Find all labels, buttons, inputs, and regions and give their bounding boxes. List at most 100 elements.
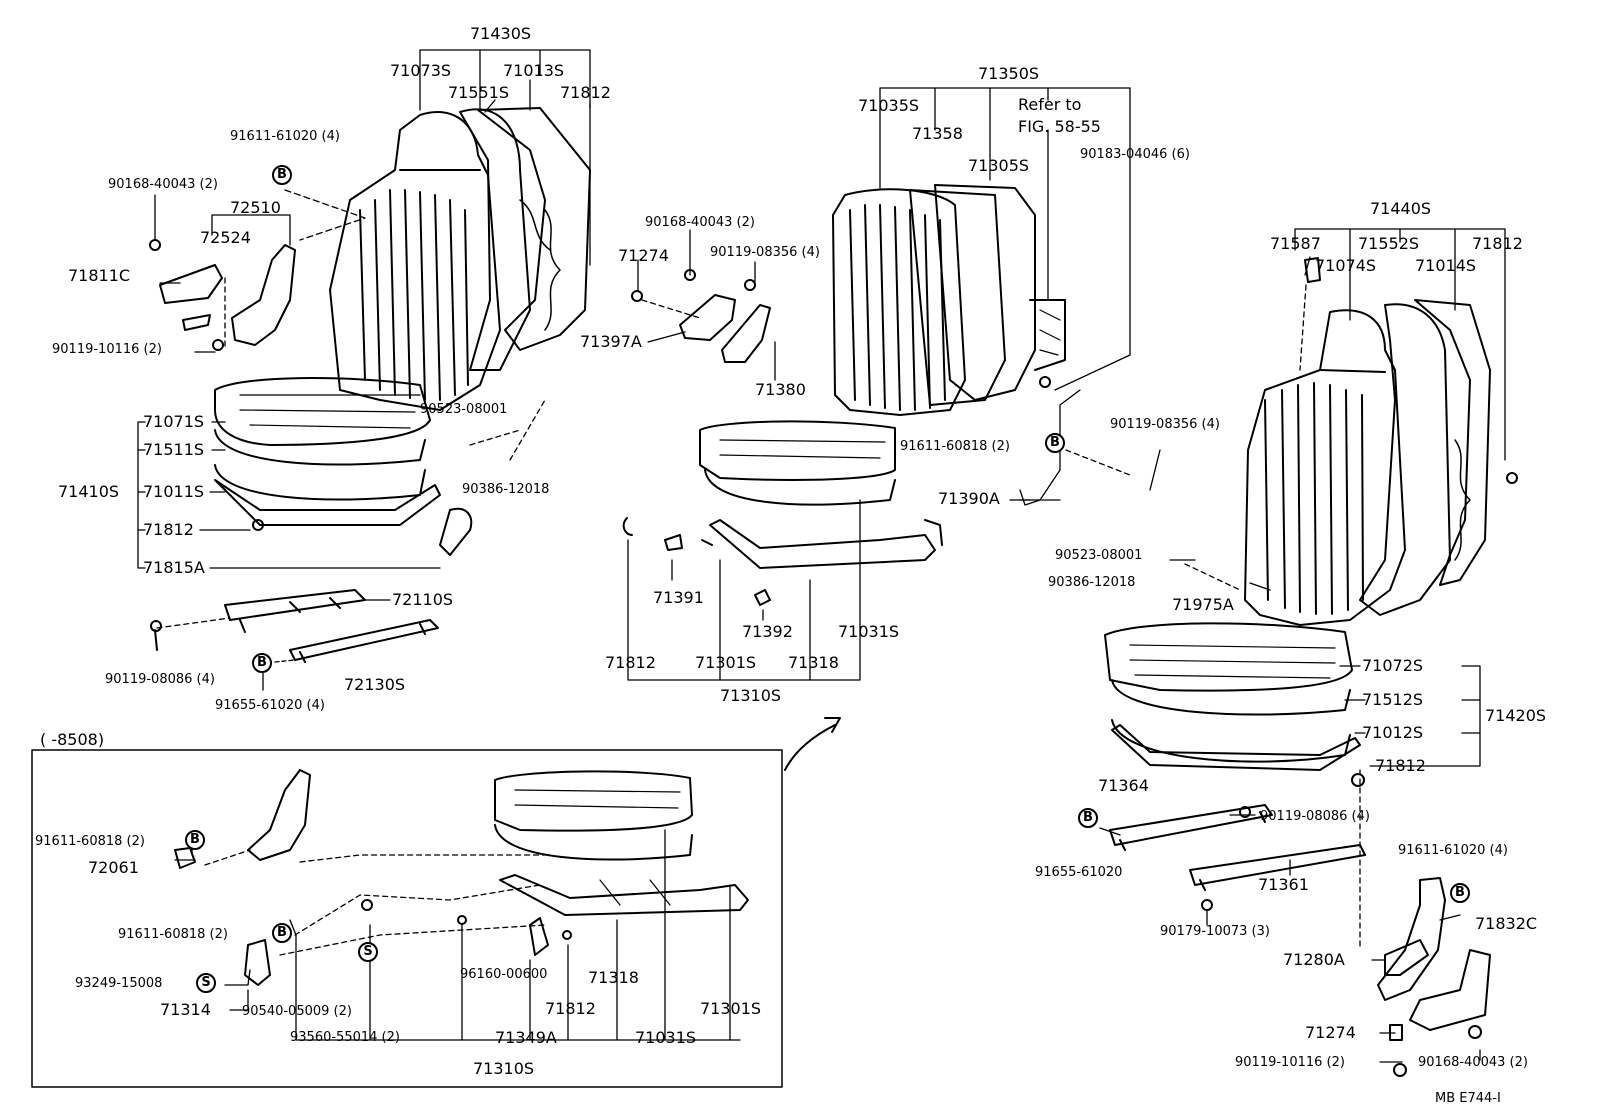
label-left-cushion-cover: 71071S: [143, 412, 205, 431]
label-right-rail-bolt: 90119-08086 (4): [1260, 809, 1370, 824]
label-left-hinge-cover: 72524: [200, 228, 251, 247]
label-right-hinge-screw: 91611-61020 (4): [1398, 843, 1508, 858]
label-inset-hinge-screw-a: 91611-60818 (2): [35, 834, 145, 849]
label-center-cushion-cover: 71031S: [838, 622, 900, 641]
inset-drawing: [174, 769, 749, 986]
label-left-adjuster-assy: 72110S: [392, 590, 454, 609]
label-inset-hog-ring: 71812: [545, 999, 596, 1018]
label-left-knob-cover: 71811C: [68, 266, 131, 285]
badge-b-center: B: [1045, 433, 1065, 453]
label-center-back-bolt: 90183-04046 (6): [1080, 147, 1190, 162]
label-left-bushing: 90386-12018: [462, 482, 550, 497]
badge-b-inset-b: B: [272, 923, 292, 943]
label-right-cushion-assy: 71420S: [1485, 706, 1547, 725]
label-right-rail-bolt-b: 90179-10073 (3): [1160, 924, 1270, 939]
label-right-cushion-frame: 71012S: [1362, 723, 1424, 742]
inset-arrow-head: [824, 717, 841, 733]
center-brackets-drawing: [631, 269, 771, 363]
label-inset-cushion-cover: 71031S: [635, 1028, 697, 1047]
label-right-hinge-bolt: 90119-10116 (2): [1235, 1055, 1345, 1070]
label-right-hog-ring: 71812: [1472, 234, 1523, 253]
label-left-back-assy: 71430S: [470, 24, 532, 43]
label-center-cushion-hog-ring: 71812: [605, 653, 656, 672]
right-seatback-drawing: [1244, 257, 1518, 626]
label-right-hinge-cover: 71832C: [1475, 914, 1538, 933]
label-center-clip-b: 71392: [742, 622, 793, 641]
label-right-hinge: 71280A: [1283, 950, 1345, 969]
center-seatback-drawing: [832, 184, 1066, 416]
label-left-cushion-hog-ring: 71812: [143, 520, 194, 539]
label-refer-note-1: Refer to: [1018, 95, 1082, 114]
right-rails-drawing: [1109, 804, 1366, 911]
label-left-adjuster-screw: 91655-61020 (4): [215, 698, 325, 713]
label-center-bracket-bolt-b: 90119-08356 (4): [710, 245, 820, 260]
badge-s-inset-plug: S: [358, 942, 378, 962]
label-center-bracket-b: 71380: [755, 380, 806, 399]
label-right-rail-upper: 71364: [1098, 776, 1149, 795]
badge-s-inset: S: [196, 973, 216, 993]
inset-frame: [31, 749, 783, 1088]
label-center-back-assy: 71350S: [978, 64, 1040, 83]
label-right-rail-lower: 71361: [1258, 875, 1309, 894]
label-refer-note-2: FIG. 58-55: [1018, 117, 1101, 136]
badge-b-right-hinge: B: [1450, 883, 1470, 903]
label-center-clip-a: 71391: [653, 588, 704, 607]
label-right-back-frame: 71014S: [1415, 256, 1477, 275]
label-right-spacer: 71274: [1305, 1023, 1356, 1042]
label-left-back-cover: 71073S: [390, 61, 452, 80]
label-inset-cap: 72061: [88, 858, 139, 877]
label-inset-grommet: 96160-00600: [460, 967, 548, 982]
label-right-back-assy: 71440S: [1370, 199, 1432, 218]
label-left-bolt-a: 90168-40043 (2): [108, 177, 218, 192]
label-center-hinge: 71390A: [938, 489, 1000, 508]
label-center-bracket-a: 71397A: [580, 332, 642, 351]
label-left-adjuster-bolt: 90119-08086 (4): [105, 672, 215, 687]
badge-b-left: B: [272, 165, 292, 185]
left-seatback-drawing: [329, 107, 591, 411]
label-inset-cushion-pad: 71318: [588, 968, 639, 987]
label-right-cushion-pad: 71512S: [1362, 690, 1424, 709]
label-right-rail-screw: 91655-61020: [1035, 865, 1123, 880]
label-fig-code: MB E744-I: [1435, 1091, 1501, 1106]
label-center-hinge-bolt: 90119-08356 (4): [1110, 417, 1220, 432]
label-right-nut: 90523-08001: [1055, 548, 1143, 563]
label-right-hinge-bolt-b: 90168-40043 (2): [1418, 1055, 1528, 1070]
badge-b-left-adjuster: B: [252, 653, 272, 673]
label-inset-washer: 90540-05009 (2): [242, 1004, 352, 1019]
label-right-bushing: 90386-12018: [1048, 575, 1136, 590]
label-left-cushion-assy: 71410S: [58, 482, 120, 501]
label-center-back-cover: 71035S: [858, 96, 920, 115]
label-right-cushion-hog-ring: 71812: [1375, 756, 1426, 775]
label-inset-hinge-screw-b: 91611-60818 (2): [118, 927, 228, 942]
badge-b-right-rail: B: [1078, 808, 1098, 828]
label-inset-cushion-assy: 71310S: [473, 1059, 535, 1078]
label-left-cushion-frame: 71011S: [143, 482, 205, 501]
inset-arrow: [784, 724, 836, 771]
label-inset-cushion-frame: 71301S: [700, 999, 762, 1018]
leader-lines: [137, 49, 1506, 1063]
label-left-adjuster-lower: 72130S: [344, 675, 406, 694]
label-right-back-cover: 71074S: [1315, 256, 1377, 275]
right-cushion-drawing: [1104, 622, 1365, 787]
label-right-cushion-cover: 71072S: [1362, 656, 1424, 675]
left-cushion-drawing: [214, 377, 473, 556]
label-center-spacer: 71274: [618, 246, 669, 265]
label-left-hinge-assy: 72510: [230, 198, 281, 217]
label-left-hinge-bolt: 90119-10116 (2): [52, 342, 162, 357]
label-inset-screw-s: 93249-15008: [75, 976, 163, 991]
label-center-hinge-screw: 91611-60818 (2): [900, 439, 1010, 454]
label-left-back-pad: 71551S: [448, 83, 510, 102]
label-inset-bracket-a: 71349A: [495, 1028, 557, 1047]
label-center-back-frame: 71305S: [968, 156, 1030, 175]
label-center-back-pad: 71358: [912, 124, 963, 143]
left-hinge-drawing: [149, 239, 296, 351]
label-right-back-pad: 71552S: [1358, 234, 1420, 253]
label-center-cushion-frame: 71301S: [695, 653, 757, 672]
right-hinge-drawing: [1377, 877, 1491, 1077]
badge-b-inset-a: B: [185, 830, 205, 850]
label-left-nut: 90523-08001: [420, 402, 508, 417]
label-inset-bracket: 71314: [160, 1000, 211, 1019]
label-left-screw-b: 91611-61020 (4): [230, 129, 340, 144]
